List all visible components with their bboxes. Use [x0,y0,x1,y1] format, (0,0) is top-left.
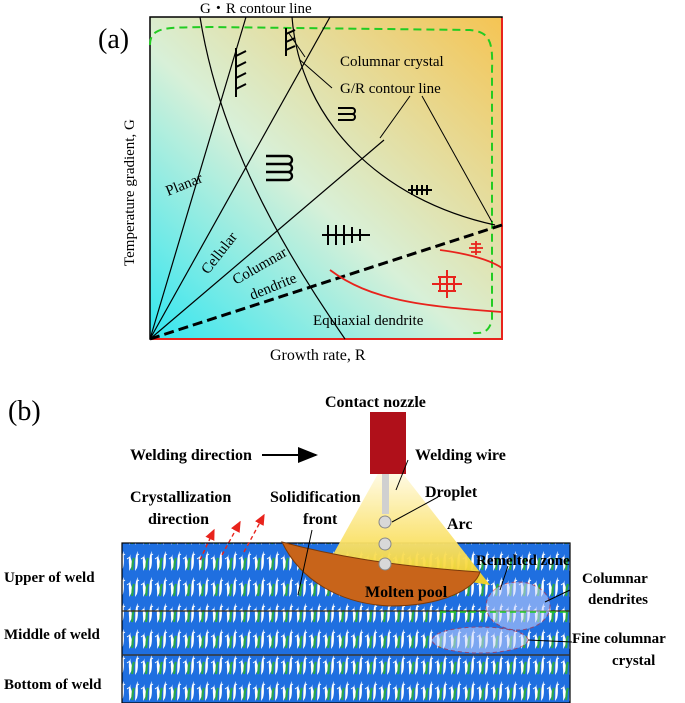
panel-b-label: (b) [8,396,41,427]
x-axis-title: Growth rate, R [270,347,366,364]
label-solidification-1: Solidification [270,489,361,506]
label-bottom-of-weld: Bottom of weld [4,677,102,693]
leader-line-contour-2 [379,95,411,139]
cellular-glyph-large [266,154,294,182]
leader-line-contour-3 [421,95,493,223]
label-columnar-dendrites-1: Columnar [582,571,648,587]
label-fine-columnar-1: Fine columnar [572,631,666,647]
leader-line-contour-1 [299,59,333,89]
remelted-zone [485,581,551,631]
droplet-2 [378,537,392,551]
phase-diagram-plot-area [149,16,503,340]
label-droplet: Droplet [425,484,478,501]
label-solidification-2: front [303,511,338,528]
panel-b: (b) [4,394,666,703]
label-molten-pool: Molten pool [365,584,448,601]
gr-contour-curve-1 [199,16,346,340]
red-contour-curve-1 [329,269,503,313]
columnar-equiaxed-dashed-line [149,223,503,341]
dendrite-glyph-large [322,225,370,245]
label-columnar-crystal: Columnar crystal [340,54,444,70]
leader-solidification [297,529,313,596]
red-contour-curve-2 [439,249,503,269]
red-axis-border [150,18,503,340]
planar-cellular-line [149,16,247,340]
columnar-glyph-top-left [235,48,247,97]
leader-columnar [544,589,571,603]
leader-fine-columnar [527,639,573,643]
label-columnar-dendrites-2: dendrites [588,592,648,608]
dendrite-glyph-small [408,185,432,195]
label-fine-columnar-2: crystal [612,653,655,669]
equiaxed-glyph-small [469,241,483,255]
gr-contour-curve-2 [291,16,496,226]
equiaxed-glyph-large [432,270,462,298]
droplet-1 [378,515,392,529]
label-crystallization-1: Crystallization [130,489,231,506]
cellular-dendrite-line [149,16,331,340]
panel-a: (a) [98,1,503,364]
leader-droplet [391,496,439,523]
arc-cone [330,470,490,585]
panel-a-label: (a) [98,24,129,55]
label-middle-of-weld: Middle of weld [4,627,100,643]
y-axis-title: Temperature gradient, G [122,119,138,266]
label-gr-contour-top: G・R contour line [200,1,312,17]
columnar-glyph-top [285,28,296,56]
label-arc: Arc [447,516,472,533]
fine-columnar-region [431,626,529,654]
label-contact-nozzle: Contact nozzle [325,394,426,411]
label-welding-wire: Welding wire [415,447,506,464]
label-welding-direction: Welding direction [130,447,252,464]
droplet-3 [378,557,392,571]
gr-ratio-line [149,139,385,340]
contact-nozzle [370,412,406,474]
leader-line-top [287,31,306,58]
leader-remelted [499,565,509,591]
label-crystallization-2: direction [148,511,209,528]
label-remelted-zone: Remelted zone [476,553,570,569]
cellular-glyph-small [338,107,356,121]
crystallization-arrows [199,513,265,561]
molten-pool [281,541,481,607]
label-gr-contour-line: G/R contour line [340,81,441,97]
label-upper-of-weld: Upper of weld [4,570,95,586]
welding-wire [382,474,389,514]
leader-wire [395,459,409,491]
label-equiaxial-dendrite: Equiaxial dendrite [313,313,424,329]
